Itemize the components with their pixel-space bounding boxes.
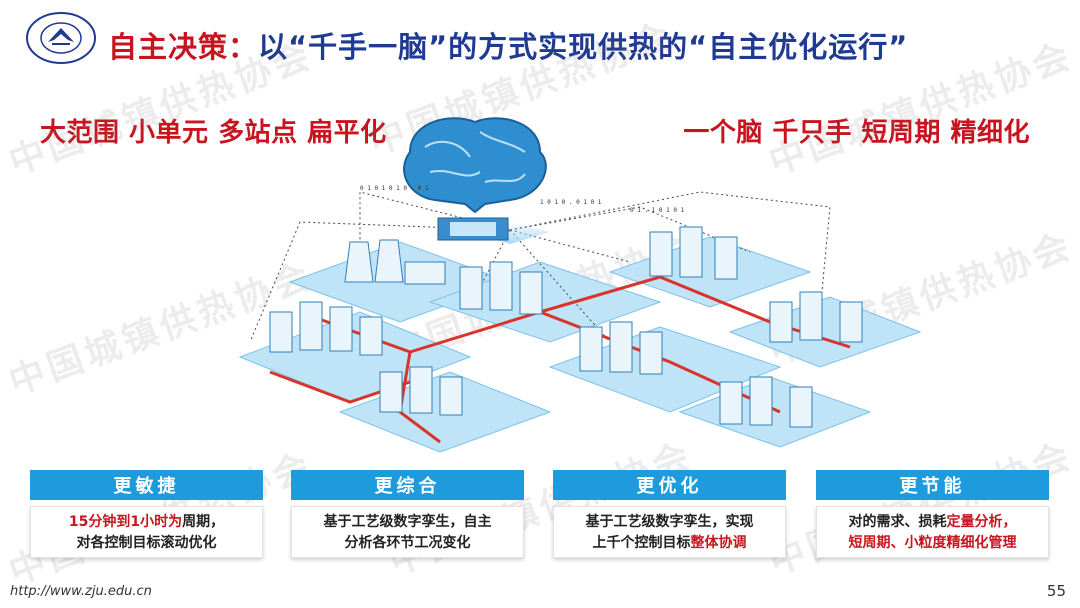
card-body: 基于工艺级数字孪生，自主 分析各环节工况变化 (291, 506, 524, 558)
card-text: 分析各环节工况变化 (344, 535, 471, 551)
building (714, 236, 738, 280)
card-text: 基于工艺级数字孪生，自主 (323, 514, 492, 530)
svg-text:0 1 0 1 0 1 0 . 0 1: 0 1 0 1 0 1 0 . 0 1 (360, 185, 429, 192)
page-title: 自主决策：以“千手一脑”的方式实现供热的“自主优化运行” (108, 24, 908, 66)
brain-icon (403, 117, 547, 214)
building (609, 321, 633, 373)
building (579, 326, 603, 372)
heating-network-illustration: 0 1 0 1 0 1 0 . 0 1 1 0 1 0 . 0 1 0 1 0 … (238, 117, 922, 453)
card-title: 更敏捷 (30, 470, 263, 500)
building (719, 381, 743, 425)
card-text: 对各控制目标滚动优化 (76, 535, 217, 551)
central-control-unit (437, 217, 550, 244)
card-text-highlight: 整体协调 (690, 535, 747, 551)
building (839, 301, 863, 343)
card-text-highlight: 定量分析， (946, 514, 1017, 530)
card-title: 更节能 (816, 470, 1049, 500)
feature-card-energy-saving: 更节能 对的需求、损耗定量分析， 短周期、小粒度精细化管理 (816, 470, 1049, 558)
card-body: 基于工艺级数字孪生，实现 上千个控制目标整体协调 (553, 506, 786, 558)
feature-card-agile: 更敏捷 15分钟到1小时为周期， 对各控制目标滚动优化 (30, 470, 263, 558)
card-title: 更综合 (291, 470, 524, 500)
card-title: 更优化 (553, 470, 786, 500)
feature-card-comprehensive: 更综合 基于工艺级数字孪生，自主 分析各环节工况变化 (291, 470, 524, 558)
footer-url[interactable]: http://www.zju.edu.cn (10, 584, 152, 599)
building (489, 261, 513, 311)
feature-card-optimized: 更优化 基于工艺级数字孪生，实现 上千个控制目标整体协调 (553, 470, 786, 558)
building (329, 306, 353, 352)
building (639, 331, 663, 375)
building (679, 226, 703, 278)
page-number: 55 (1046, 582, 1066, 600)
tagline-left: 大范围 小单元 多站点 扁平化 (40, 118, 387, 148)
building (439, 376, 463, 416)
building (649, 231, 673, 277)
building (409, 366, 433, 414)
card-text-highlight: 短周期、小粒度精细化管理 (848, 535, 1017, 551)
building (799, 291, 823, 341)
card-text: 基于工艺级数字孪生，实现 (585, 514, 754, 530)
title-main: 以“千手一脑”的方式实现供热的“自主优化运行” (258, 30, 909, 64)
platform (728, 296, 922, 368)
tagline-right: 一个脑 千只手 短周期 精细化 (683, 118, 1030, 148)
building (459, 266, 483, 310)
card-text: 上千个控制目标 (592, 535, 691, 551)
card-body: 15分钟到1小时为周期， 对各控制目标滚动优化 (30, 506, 263, 558)
card-body: 对的需求、损耗定量分析， 短周期、小粒度精细化管理 (816, 506, 1049, 558)
svg-text:0 1 . 1 0 1 0 1: 0 1 . 1 0 1 0 1 (630, 207, 685, 214)
building (269, 311, 293, 353)
power-plant (344, 239, 446, 285)
zju-logo-icon (26, 12, 96, 64)
card-text: 周期， (182, 514, 225, 530)
building (789, 386, 813, 428)
building (519, 271, 543, 315)
card-text: 对的需求、损耗 (848, 514, 947, 530)
building (769, 301, 793, 343)
title-prefix: 自主决策： (108, 30, 259, 64)
building (749, 376, 773, 426)
building (299, 301, 323, 351)
building (379, 371, 403, 413)
svg-text:1 0 1 0 . 0 1 0 1: 1 0 1 0 . 0 1 0 1 (540, 199, 602, 206)
building (359, 316, 383, 356)
card-text-highlight: 15分钟到1小时为 (68, 514, 183, 530)
